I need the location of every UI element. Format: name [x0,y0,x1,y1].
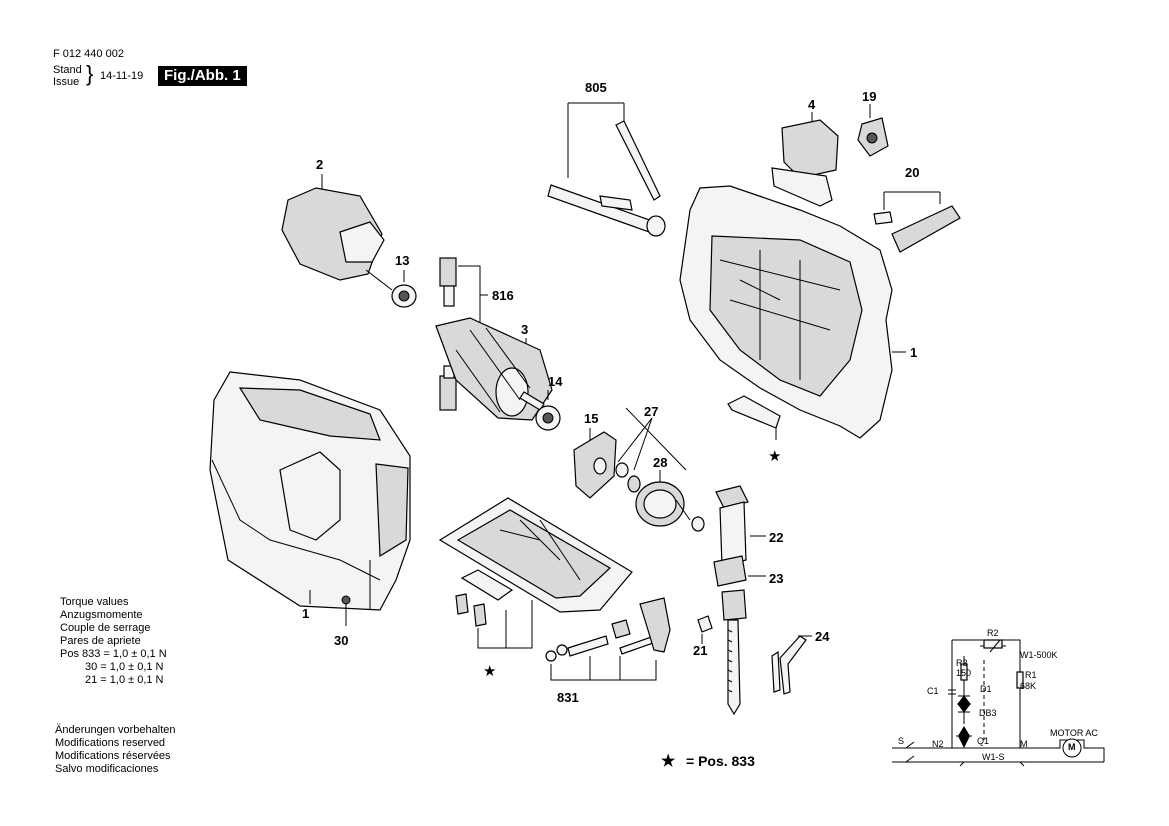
torque-title-2: Anzugsmomente [60,609,143,621]
label-28: 28 [653,455,668,470]
circuit-c1: C1 [927,686,939,696]
part-14-bearing [535,390,561,431]
circuit-q1: Q1 [977,736,990,746]
label-24: 24 [815,629,830,644]
circuit-r3-value: 150 [956,668,972,678]
label-1-right: 1 [910,345,918,360]
issue-label: Issue [53,76,80,88]
circuit-s: S [898,736,905,746]
torque-title-1: Torque values [60,596,129,608]
legend-star-icon: ★ [661,753,676,770]
circuit-r1: R1 [1025,670,1037,680]
modifications-en: Modifications reserved [55,737,166,749]
issue-date: 14-11-19 [100,70,144,82]
modifications-de: Änderungen vorbehalten [55,724,176,736]
torque-row-21: 21 = 1,0 ± 0,1 N [85,674,164,686]
saw-blade [727,619,741,716]
circuit-m: M [1020,739,1028,749]
label-805: 805 [585,80,607,95]
label-20: 20 [905,165,920,180]
circuit-schematic [892,639,1105,767]
star-icon-base: ★ [483,663,496,680]
label-831: 831 [557,690,579,705]
torque-title-4: Pares de apriete [60,635,141,647]
label-22: 22 [769,530,784,545]
part-19-cap [857,104,889,157]
label-19: 19 [862,89,877,104]
part-13-bearing [391,270,417,308]
part-3-armature [435,317,553,421]
torque-row-30: 30 = 1,0 ± 0,1 N [85,661,164,673]
torque-block: Torque values Anzugsmomente Couple de se… [60,596,167,687]
circuit-r2: R2 [987,628,999,638]
part-27-bracket [615,407,705,532]
part-831-pins [545,597,671,681]
label-4: 4 [808,97,816,112]
label-1-left: 1 [302,606,310,621]
label-21: 21 [693,643,708,658]
label-27: 27 [644,404,659,419]
label-2: 2 [316,157,324,172]
part-21-screw [697,615,713,644]
star-icon-right: ★ [768,448,781,465]
legend-text: = Pos. 833 [686,753,755,769]
part-833-plate-right [727,395,781,440]
circuit-n2: N2 [932,739,944,749]
label-23: 23 [769,571,784,586]
part-base-plate [438,497,633,613]
part-805-tools [547,102,666,237]
torque-row-833: Pos 833 = 1,0 ± 0,1 N [60,648,167,660]
part-15-bearing-holder [573,428,617,499]
label-14: 14 [548,374,563,389]
part-2-field [281,174,393,291]
label-3: 3 [521,322,529,337]
circuit-r1-value: 68K [1020,681,1037,691]
circuit-db3: DB3 [979,708,997,718]
part-816-brushes [439,257,488,411]
figure-label: Fig./Abb. 1 [158,66,247,86]
document-number: F 012 440 002 [53,48,124,60]
brace: } [86,61,94,86]
part-28-gear [635,470,691,527]
circuit-d1: D1 [980,684,992,694]
part-1-housing-left [209,371,411,626]
circuit-w1-s: W1-S [982,752,1005,762]
modifications-fr: Modifications réservées [55,750,171,762]
circuit-r3: R3 [956,658,968,668]
modifications-es: Salvo modificaciones [55,763,159,775]
part-1-housing-right [679,185,906,439]
label-30: 30 [334,633,349,648]
part-22-23-stroke-rod [713,485,766,621]
circuit-w1-500k: W1-500K [1020,650,1058,660]
modifications-block: Änderungen vorbehalten Modifications res… [55,724,175,776]
torque-title-3: Couple de serrage [60,622,151,634]
label-816: 816 [492,288,514,303]
motor-icon: M [1068,742,1076,752]
stand-label: Stand [53,64,82,76]
label-15: 15 [584,411,599,426]
part-833-plate-base [455,569,533,649]
part-20-slider [873,191,961,253]
part-24-allen-key [771,635,812,695]
label-13: 13 [395,253,410,268]
circuit-motor-label: MOTOR AC [1050,728,1098,738]
part-4-switch [771,112,839,207]
